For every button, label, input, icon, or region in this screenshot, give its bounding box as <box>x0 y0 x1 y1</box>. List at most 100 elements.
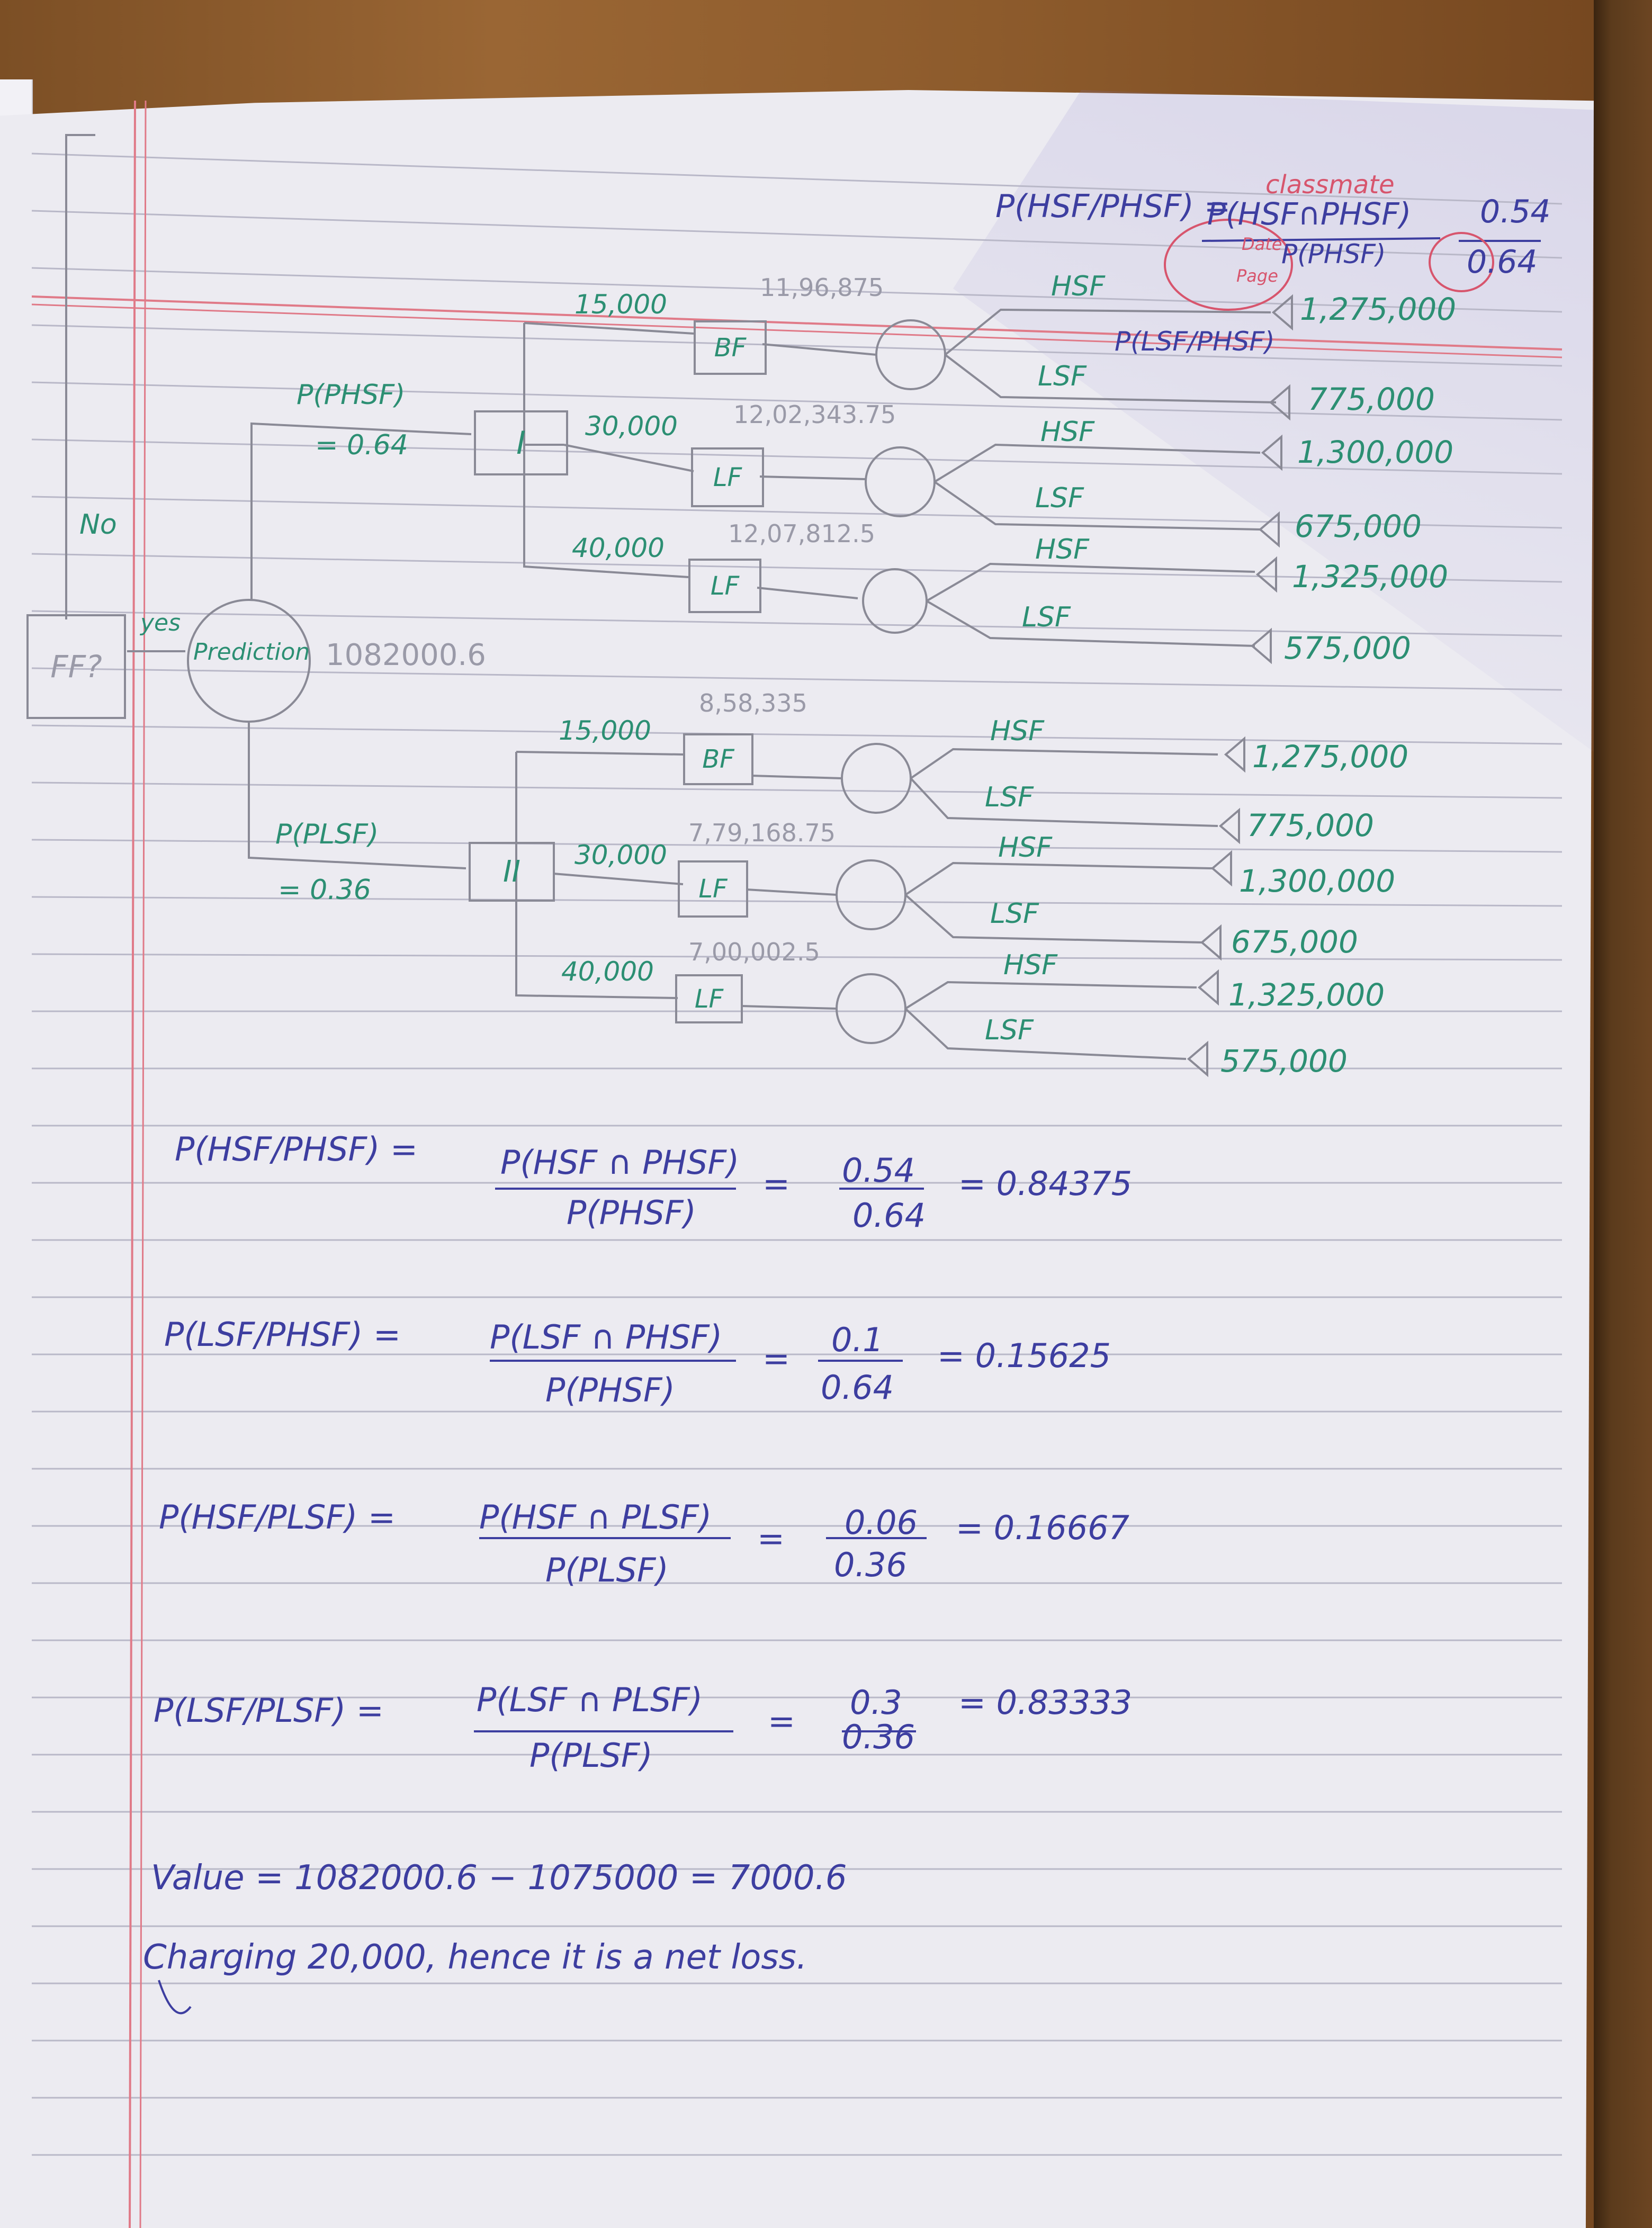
conclusion-line-2: Charging 20,000, hence it is a net loss. <box>143 1938 807 1977</box>
eq1-den: P(PHSF) <box>567 1193 696 1232</box>
eq3-result: = 0.16667 <box>956 1508 1130 1547</box>
outcome-label-9: HSF <box>998 832 1053 864</box>
payoff-12: 575,000 <box>1220 1043 1348 1079</box>
payoff-5: 1,325,000 <box>1292 559 1449 595</box>
prediction-value: 1082000.6 <box>326 638 486 672</box>
eq3-fden: 0.36 <box>834 1546 908 1584</box>
lower-decision-box: II <box>469 842 555 902</box>
header-line-1 <box>31 295 1563 351</box>
ruled-line <box>31 438 1563 475</box>
payoff-6: 575,000 <box>1284 630 1411 666</box>
ruled-line <box>31 781 1563 799</box>
lower-ev-3: 7,00,002.5 <box>688 938 820 966</box>
eq1-result: = 0.84375 <box>958 1164 1133 1203</box>
ruled-line <box>31 667 1563 691</box>
eq3-eq: = <box>757 1519 785 1558</box>
payoff-10: 675,000 <box>1231 924 1358 960</box>
root-decision-box: FF? <box>26 614 126 719</box>
outcome-label-11: HSF <box>1003 949 1058 981</box>
outcome-label-2: LSF <box>1038 361 1087 392</box>
outcome-label-3: HSF <box>1040 416 1095 448</box>
upper-ev-3: 12,07,812.5 <box>728 519 875 548</box>
upper-decision-label: I <box>516 424 526 462</box>
ruled-line <box>31 381 1563 421</box>
lower-prob-value: = 0.36 <box>278 874 371 906</box>
upper-prob-label: P(PHSF) <box>297 379 406 411</box>
ruled-line <box>31 210 1563 259</box>
upper-cost-2: 30,000 <box>585 411 678 442</box>
page-lines <box>31 100 1563 2228</box>
lower-cost-2: 30,000 <box>574 840 667 870</box>
upper-option-box-3: LF <box>688 559 761 613</box>
lower-ev-2: 7,79,168.75 <box>688 819 836 847</box>
payoff-2: 775,000 <box>1308 381 1435 417</box>
eq1-eq: = <box>762 1164 790 1203</box>
payoff-4: 675,000 <box>1295 508 1422 544</box>
eq4-num: P(LSF ∩ PLSF) <box>477 1681 703 1719</box>
outcome-label-12: LSF <box>985 1014 1034 1046</box>
lower-cost-3: 40,000 <box>561 956 654 987</box>
notebook-page <box>0 90 1594 2228</box>
ruled-line <box>31 610 1563 637</box>
eq4-result: = 0.83333 <box>958 1683 1133 1722</box>
margin-line-2 <box>139 100 147 2228</box>
outcome-label-4: LSF <box>1035 482 1084 514</box>
margin-line-1 <box>129 100 136 2228</box>
ruled-line <box>31 152 1563 205</box>
eq3-den: P(PLSF) <box>545 1551 669 1589</box>
eq3-lhs: P(HSF/PLSF) = <box>159 1498 396 1537</box>
page-label: Page <box>1236 266 1278 286</box>
eq1-fden: 0.64 <box>852 1196 926 1235</box>
lower-prob-label: P(PLSF) <box>275 819 379 850</box>
lower-option-label-3: LF <box>694 984 724 1014</box>
outcome-label-8: LSF <box>985 781 1034 813</box>
payoff-9: 1,300,000 <box>1239 863 1396 899</box>
eq4-den: P(PLSF) <box>529 1736 653 1775</box>
lower-option-box-2: LF <box>678 860 748 918</box>
eq2-lhs: P(LSF/PHSF) = <box>164 1315 401 1354</box>
ruled-line <box>31 839 1563 853</box>
lower-option-label-2: LF <box>698 874 728 904</box>
ruled-line <box>31 267 1563 313</box>
ruled-line <box>31 553 1563 583</box>
eq1-lhs: P(HSF/PHSF) = <box>175 1130 418 1169</box>
upper-prob-value: = 0.64 <box>315 429 408 461</box>
ruled-line <box>31 496 1563 529</box>
outcome-label-1: HSF <box>1051 271 1106 302</box>
eq4-lhs: P(LSF/PLSF) = <box>154 1691 384 1730</box>
outcome-label-5: HSF <box>1035 534 1090 565</box>
upper-ev-1: 11,96,875 <box>760 273 884 302</box>
root-box-label: FF? <box>50 649 102 685</box>
no-label: No <box>79 509 117 541</box>
upper-option-label-2: LF <box>713 462 742 492</box>
payoff-8: 775,000 <box>1247 807 1374 843</box>
lsf-annotation: P(LSF/PHSF) <box>1115 326 1275 357</box>
header-line-2 <box>31 303 1563 358</box>
upper-option-box-2: LF <box>691 447 764 507</box>
outcome-label-7: HSF <box>990 715 1045 747</box>
payoff-11: 1,325,000 <box>1228 977 1385 1013</box>
yes-label: yes <box>140 609 181 636</box>
ruled-line <box>31 724 1563 745</box>
eq4-fden: 0.36 <box>842 1718 915 1756</box>
eq2-fnum: 0.1 <box>831 1320 884 1359</box>
eq1-fnum: 0.54 <box>842 1151 915 1190</box>
eq4-fnum: 0.3 <box>850 1683 902 1722</box>
corner-lhs: P(HSF/PHSF) = <box>995 188 1231 225</box>
corner-denominator: P(PHSF) <box>1281 239 1386 269</box>
corner-numerator: P(HSF∩PHSF) <box>1207 196 1412 232</box>
upper-option-label-1: BF <box>714 333 747 363</box>
lower-option-label-1: BF <box>702 744 734 774</box>
lower-option-box-3: LF <box>675 974 743 1023</box>
payoff-1: 1,275,000 <box>1300 291 1457 327</box>
ruled-line <box>31 896 1563 907</box>
eq2-eq: = <box>762 1339 790 1378</box>
corner-result-num: 0.54 <box>1480 193 1551 230</box>
conclusion-line-1: Value = 1082000.6 − 1075000 = 7000.6 <box>151 1858 847 1898</box>
tree-lines <box>65 134 1293 1077</box>
ruled-line <box>31 953 1563 961</box>
eq4-eq: = <box>768 1702 795 1740</box>
desk-edge <box>1594 0 1652 2228</box>
corner-result-den: 0.64 <box>1467 244 1538 281</box>
eq1-num: P(HSF ∩ PHSF) <box>500 1143 740 1182</box>
